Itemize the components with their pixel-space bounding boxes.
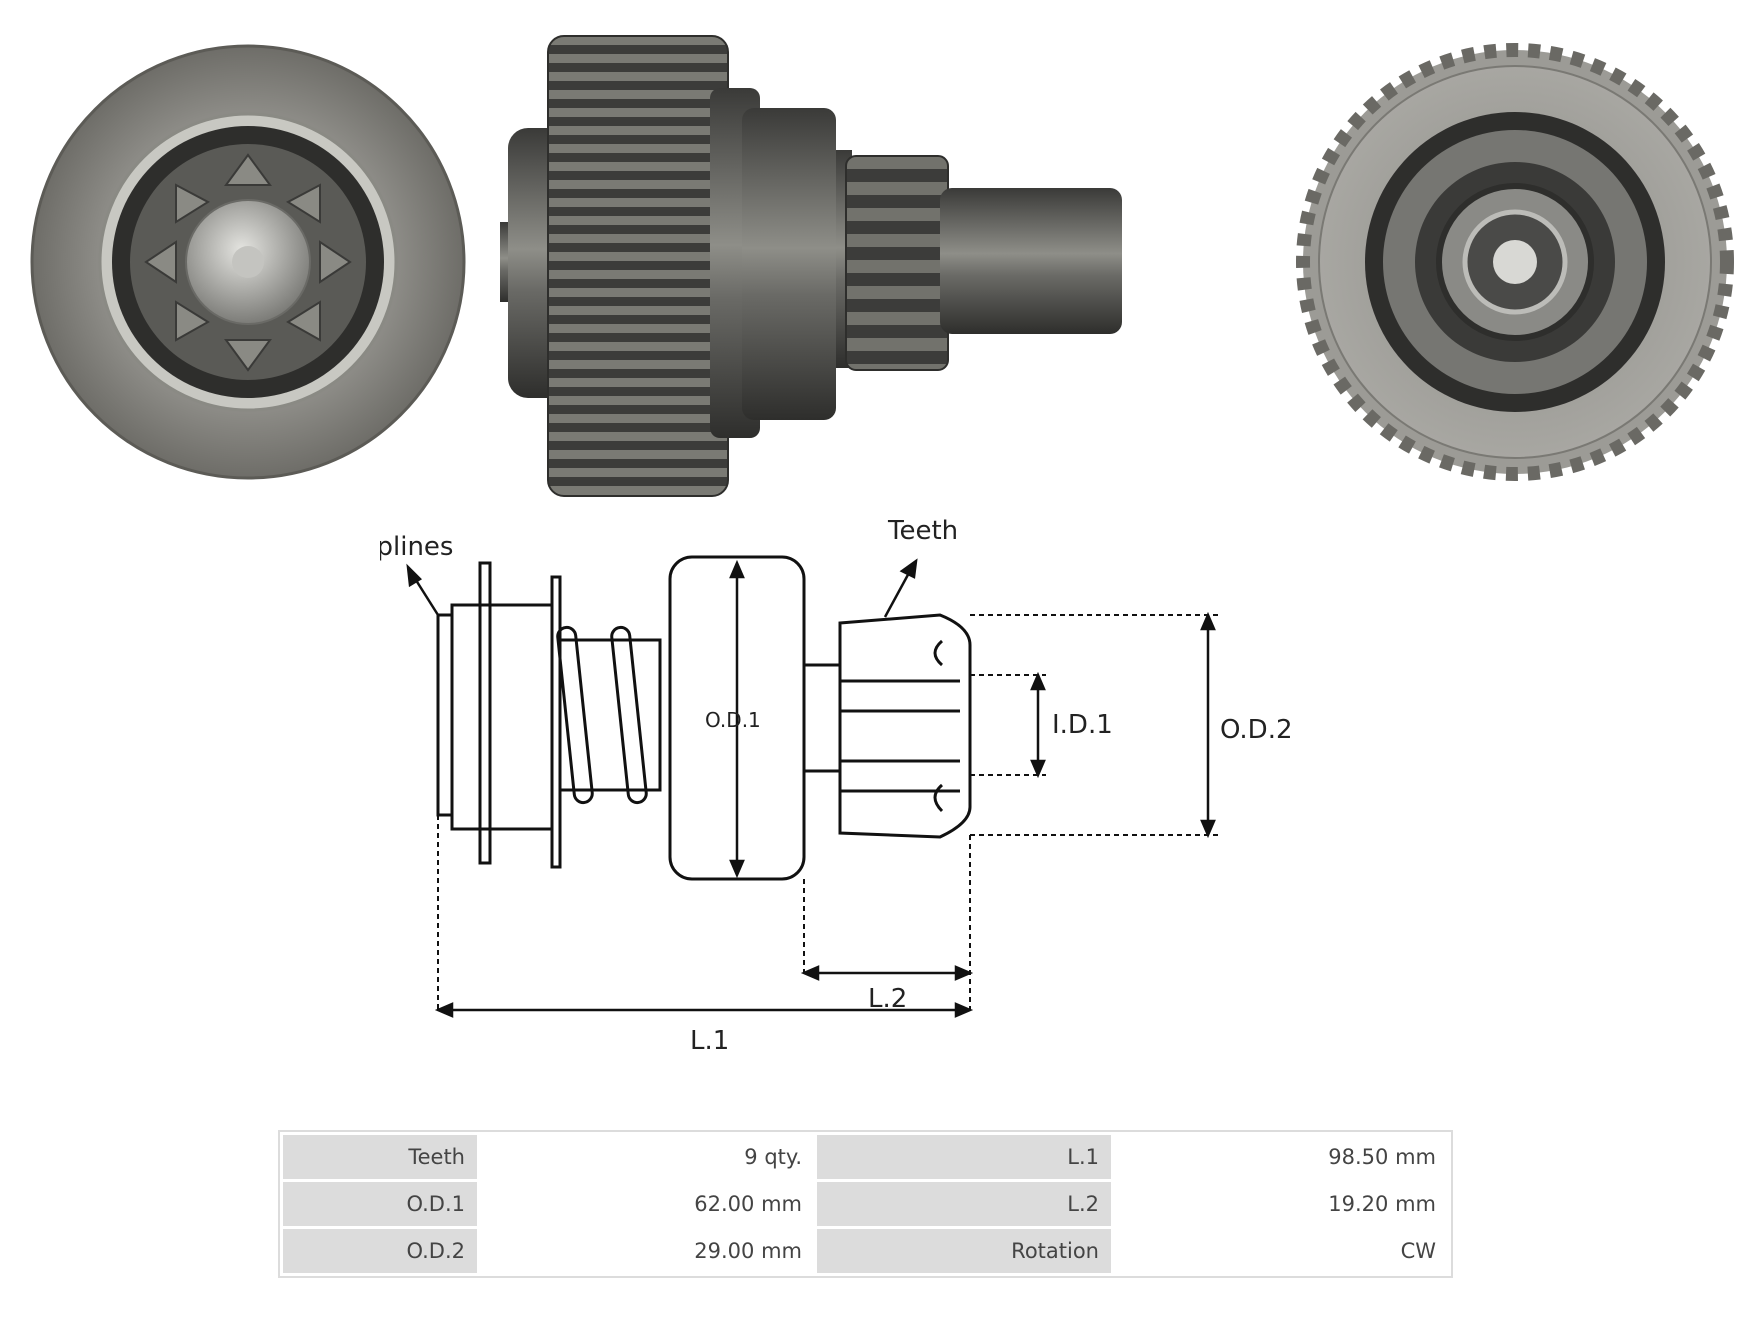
technical-drawing: Splines Teeth O.D.1 I.D.1 O.D.2 L.2 L.1 [380,516,1293,1056]
splines-end [436,613,454,817]
starter-drive-back-photo [1296,43,1734,481]
label-od2: O.D.2 [1220,715,1293,745]
spec-key: O.D.1 [280,1179,480,1229]
spec-table: Teeth 9 qty. L.1 98.50 mm O.D.1 62.00 mm… [278,1130,1453,1278]
spec-value: 19.20 mm [1111,1179,1451,1229]
table-row: Teeth 9 qty. L.1 98.50 mm [280,1132,1451,1182]
label-l2: L.2 [868,984,907,1014]
starter-drive-front-photo [30,44,466,480]
collar [450,603,554,831]
table-row: O.D.1 62.00 mm L.2 19.20 mm [280,1179,1451,1229]
spec-value: 62.00 mm [477,1179,817,1229]
label-teeth: Teeth [887,516,958,546]
spec-key: O.D.2 [280,1226,480,1276]
starter-drive-side-photo [500,35,1122,497]
spec-key: Rotation [814,1226,1114,1276]
spec-key: Teeth [280,1132,480,1182]
label-l1: L.1 [690,1026,729,1056]
label-id1: I.D.1 [1052,710,1113,740]
spring-coil-2 [610,625,648,805]
spec-key: L.2 [814,1179,1114,1229]
label-splines: Splines [380,532,453,562]
flange-left [478,561,492,865]
spec-value: 98.50 mm [1111,1132,1451,1182]
table-row: O.D.2 29.00 mm Rotation CW [280,1226,1451,1276]
spec-value: 29.00 mm [477,1226,817,1276]
label-od1: O.D.1 [705,708,761,732]
spec-value: CW [1111,1226,1451,1276]
spec-value: 9 qty. [477,1132,817,1182]
pinion-gear [838,613,972,839]
spec-key: L.1 [814,1132,1114,1182]
shaft-body [558,638,662,792]
spring-coil-1 [556,625,594,805]
neck [802,663,842,773]
